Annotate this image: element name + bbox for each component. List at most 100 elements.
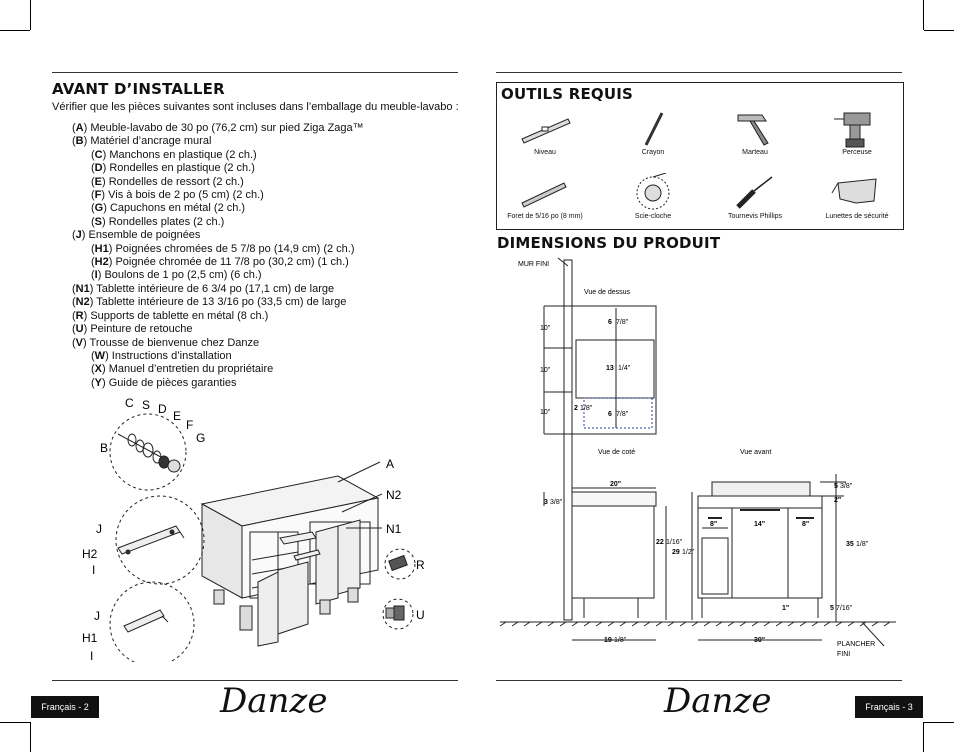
- part-description: ) Trousse de bienvenue chez Danze: [83, 336, 260, 349]
- parts-list-item: (N1) Tablette intérieure de 6 3/4 po (17…: [52, 283, 364, 296]
- crop-mark: [923, 0, 924, 30]
- dim-label: 35: [846, 541, 854, 548]
- callout-I: I: [92, 563, 95, 577]
- dim-label: 1/2": [682, 549, 695, 556]
- tools-title: OUTILS REQUIS: [501, 85, 634, 103]
- brand-logo: Danze: [664, 681, 771, 721]
- parts-list-item: (S) Rondelles plates (2 ch.): [52, 216, 364, 229]
- part-description: ) Poignée chromée de 11 7/8 po (30,2 cm)…: [108, 256, 349, 269]
- dim-label: 8": [802, 521, 809, 528]
- part-bracket-open: (: [72, 336, 76, 349]
- parts-list-item: (I) Boulons de 1 po (2,5 cm) (6 ch.): [52, 269, 364, 282]
- part-description: ) Meuble-lavabo de 30 po (76,2 cm) sur p…: [83, 122, 364, 134]
- part-description: ) Vis à bois de 2 po (5 cm) (2 ch.): [101, 189, 264, 202]
- part-bracket-open: (: [91, 148, 95, 161]
- tool-label: Tournevis Phillips: [727, 213, 783, 220]
- part-description: ) Rondelles de ressort (2 ch.): [102, 175, 244, 188]
- pencil-icon: [644, 112, 664, 146]
- tool-pencil: Crayon: [603, 109, 703, 156]
- drill-icon: [834, 112, 871, 148]
- part-bracket-open: (: [72, 135, 76, 148]
- tool-hammer: Marteau: [705, 109, 805, 156]
- dimensions-title: DIMENSIONS DU PRODUIT: [497, 234, 721, 252]
- parts-list-item: (R) Supports de tablette en métal (8 ch.…: [52, 310, 364, 323]
- exploded-assembly-illustration: C S D E F G B A N2 N1 R U J H2 I J H1 I: [82, 396, 425, 662]
- part-code: N2: [75, 296, 90, 309]
- part-bracket-open: (: [72, 323, 76, 336]
- part-code: C: [94, 148, 103, 161]
- part-code: W: [94, 349, 106, 362]
- dim-label: 14": [754, 521, 765, 528]
- crop-mark: [924, 30, 954, 31]
- part-description: ) Tablette intérieure de 6 3/4 po (17,1 …: [89, 282, 335, 295]
- wall-label: MUR FINI: [518, 261, 549, 268]
- tool-label: Lunettes de sécurité: [825, 213, 889, 220]
- top-view-label: Vue de dessus: [584, 289, 631, 296]
- tool-drill: Perceuse: [807, 109, 907, 156]
- part-code: N1: [75, 282, 90, 295]
- tool-label: Niveau: [534, 149, 556, 156]
- hammer-icon: [737, 114, 769, 146]
- parts-list-item: (Y) Guide de pièces garanties: [52, 377, 364, 390]
- tool-hole-saw: Scie-cloche: [603, 173, 703, 220]
- part-bracket-open: (: [91, 162, 95, 175]
- dim-label: 2: [574, 405, 578, 412]
- callout-H1: H1: [82, 631, 98, 645]
- callout-C: C: [125, 396, 134, 410]
- parts-list-item: (D) Rondelles en plastique (2 ch.): [52, 162, 364, 175]
- dim-label: 20": [610, 481, 621, 488]
- part-bracket-open: (: [91, 269, 95, 282]
- dim-label: 1/16": [666, 539, 683, 546]
- dim-label: 5: [830, 605, 834, 612]
- dim-label: 22: [656, 539, 664, 546]
- part-description: ) Supports de tablette en métal (8 ch.): [83, 309, 269, 322]
- part-code: D: [94, 162, 103, 175]
- part-bracket-open: (: [91, 189, 95, 202]
- front-view-label: Vue avant: [740, 449, 771, 456]
- dim-label: 7/8": [616, 319, 629, 326]
- part-description: ) Instructions d’installation: [105, 349, 232, 362]
- part-bracket-open: (: [72, 296, 76, 309]
- hole-saw-icon: [636, 173, 670, 210]
- drill-bit-icon: [521, 182, 567, 208]
- callout-F: F: [186, 418, 193, 432]
- part-description: ) Rondelles plates (2 ch.): [102, 215, 225, 228]
- crop-mark: [923, 722, 924, 752]
- floor-label: FINI: [837, 651, 850, 658]
- part-code: Y: [94, 376, 103, 389]
- parts-list: (A) Meuble-lavabo de 30 po (76,2 cm) sur…: [52, 122, 364, 390]
- dim-label: 30": [754, 637, 765, 644]
- part-bracket-open: (: [91, 256, 95, 269]
- tool-safety-glasses: Lunettes de sécurité: [807, 173, 907, 220]
- dim-label: 6: [608, 319, 612, 326]
- parts-list-item: (U) Peinture de retouche: [52, 323, 364, 336]
- page-number-badge: Français - 3: [855, 696, 923, 718]
- tool-label: Perceuse: [842, 149, 872, 156]
- crop-mark: [0, 30, 30, 31]
- part-code: H2: [94, 256, 109, 269]
- dim-label: 2": [834, 497, 841, 504]
- dim-label: 3/8": [840, 483, 853, 490]
- level-icon: [521, 118, 571, 144]
- tool-label: Scie-cloche: [634, 213, 672, 220]
- callout-N2: N2: [386, 488, 402, 502]
- part-code: J: [75, 229, 82, 242]
- tool-screwdriver: Tournevis Phillips: [705, 173, 805, 220]
- part-code: I: [94, 269, 98, 282]
- part-code: U: [75, 323, 84, 336]
- part-bracket-open: (: [91, 215, 95, 228]
- tool-label: Foret de 5/16 po (8 mm): [507, 213, 583, 220]
- part-bracket-open: (: [72, 309, 76, 322]
- dim-label: 6: [608, 411, 612, 418]
- page-title: AVANT D’INSTALLER: [52, 80, 225, 98]
- callout-D: D: [158, 402, 167, 416]
- part-description: ) Manuel d’entretien du propriétaire: [102, 363, 274, 376]
- part-description: ) Capuchons en métal (2 ch.): [103, 202, 246, 215]
- parts-list-item: (X) Manuel d’entretien du propriétaire: [52, 363, 364, 376]
- safety-glasses-icon: [831, 178, 877, 204]
- callout-G: G: [196, 431, 205, 445]
- dim-label: 29: [672, 549, 680, 556]
- dim-label: 1/4": [618, 365, 631, 372]
- parts-list-item: (W) Instructions d’installation: [52, 350, 364, 363]
- callout-U: U: [416, 608, 425, 622]
